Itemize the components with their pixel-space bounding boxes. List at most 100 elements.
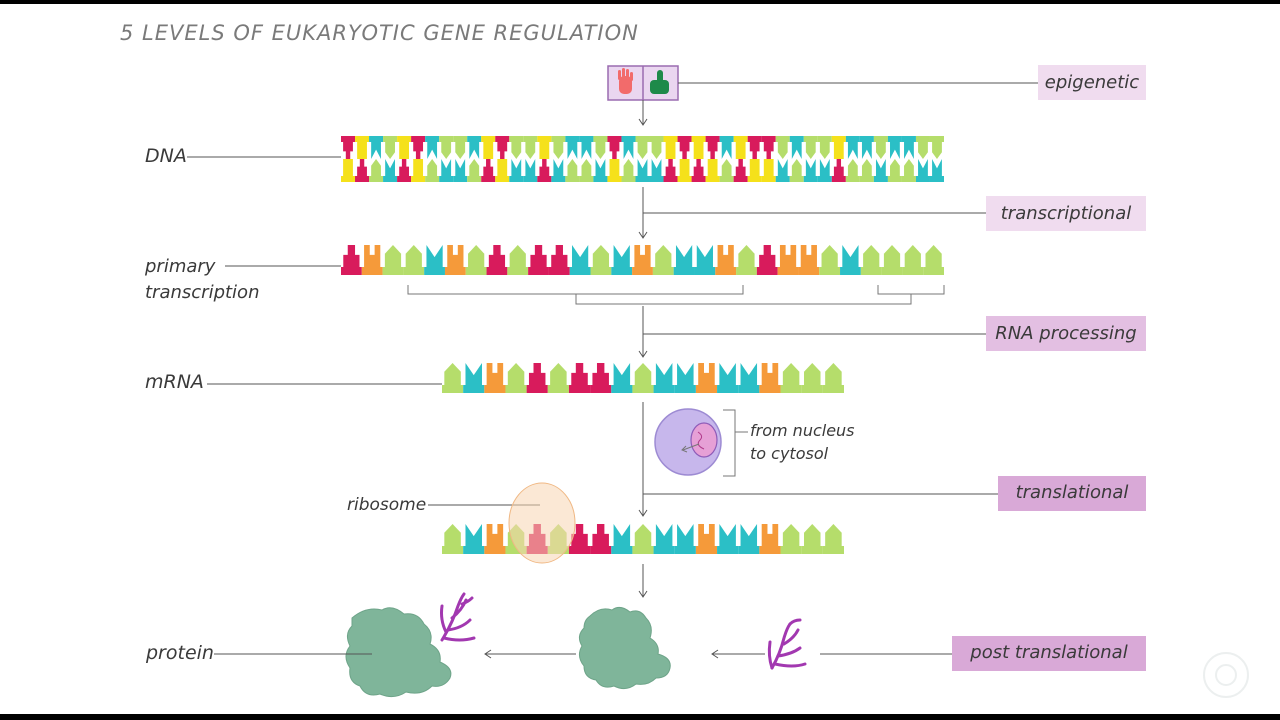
nucleotide-base [637,159,648,176]
backbone-segment [611,267,633,275]
nucleotide-base [413,159,424,176]
dna-backbone-segment [537,176,552,182]
backbone-segment [403,267,425,275]
nucleotide-base [553,159,564,176]
nucleotide-base [592,524,609,546]
nucleotide-base [791,159,802,176]
nucleotide-base [465,524,482,546]
protein-glycosylated-icon [345,607,452,698]
nucleotide-base [592,363,609,385]
nucleotide-base [634,363,652,385]
nucleotide-base [805,142,816,159]
nucleotide-base [623,142,634,159]
nucleotide-base [571,524,588,546]
backbone-segment [424,267,445,275]
level-translational: translational [998,476,1146,511]
backbone-segment [759,546,781,554]
dna-backbone-segment [341,136,356,142]
backbone-segment [484,546,506,554]
backbone-segment [486,267,508,275]
nucleotide-base [782,363,800,385]
dna-backbone-segment [495,136,510,142]
dna-backbone-segment [845,176,860,182]
nucleotide-base [777,159,788,176]
dna-backbone-segment [509,136,524,142]
dna-backbone-segment [355,176,370,182]
dna-backbone-segment [453,136,468,142]
nucleotide-base [679,159,690,176]
nucleotide-base [613,524,631,546]
nucleotide-base [721,159,732,176]
dna-label: DNA [145,145,187,167]
nucleotide-base [486,363,504,385]
nucleotide-base [665,142,676,159]
sugar-chain-free-icon [767,618,807,670]
dna-backbone-segment [929,176,944,182]
backbone-segment [715,267,737,275]
nucleotide-base [677,363,694,385]
primary-transcript-strand [341,245,944,275]
backbone-segment [569,267,591,275]
nucleotide-base [833,142,844,159]
nucleotide-base [511,142,522,159]
dna-backbone-segment [705,136,720,142]
nucleotide-base [528,363,546,385]
nucleotide-base [634,524,652,546]
backbone-segment [632,385,654,393]
dna-backbone-segment [887,136,902,142]
nucleotide-base [572,245,589,267]
backbone-segment [694,267,716,275]
nucleotide-base [609,159,620,176]
nucleotide-base [863,245,880,267]
backbone-segment [860,267,882,275]
dna-backbone-segment [411,136,426,142]
dna-backbone-segment [621,136,636,142]
nucleotide-base [925,245,942,267]
backbone-segment [611,546,633,554]
nucleotide-base [357,159,367,176]
dna-backbone-segment [355,136,370,142]
dna-backbone-segment [747,176,762,182]
backbone-segment [548,267,570,275]
backbone-segment [695,385,718,393]
mrna-strand [442,363,844,393]
nucleotide-base [842,245,859,267]
nucleotide-base [509,245,526,267]
dna-backbone-segment [775,136,790,142]
level-transcriptional-label: transcriptional [1001,203,1132,224]
dna-backbone-segment [719,136,734,142]
nucleotide-base [530,245,547,267]
backbone-segment [568,546,591,554]
dna-backbone-segment [803,136,818,142]
backbone-segment [632,546,654,554]
backbone-segment [801,546,823,554]
nucleotide-base [567,142,578,159]
dna-backbone-segment [691,176,706,182]
nucleotide-base [698,524,715,546]
dna-backbone-segment [831,136,846,142]
nucleotide-base [805,159,816,176]
nucleotide-base [825,524,842,546]
backbone-segment [526,385,548,393]
intron-brackets [407,285,945,305]
stop-hand-icon [618,68,633,94]
dna-backbone-segment [369,136,384,142]
nucleotide-base [655,245,672,267]
nucleotide-base [525,159,536,176]
dna-backbone-segment [341,176,356,182]
dna-backbone-segment [593,136,608,142]
nucleotide-base [904,142,914,159]
nucleotide-base [507,363,525,385]
dna-backbone-segment [607,176,622,182]
dna-backbone-segment [495,176,510,182]
nucleotide-base [595,159,606,176]
dna-backbone-segment [551,136,566,142]
nucleus-note-line2: to cytosol [750,444,829,463]
page-title: 5 LEVELS OF EUKARYOTIC GENE REGULATION [120,21,639,45]
nucleotide-base [932,142,942,159]
video-frame: 5 LEVELS OF EUKARYOTIC GENE REGULATION e [0,4,1280,714]
dna-double-helix [341,136,944,182]
nucleotide-base [613,363,631,385]
dna-backbone-segment [453,176,468,182]
nucleotide-base [763,142,774,159]
